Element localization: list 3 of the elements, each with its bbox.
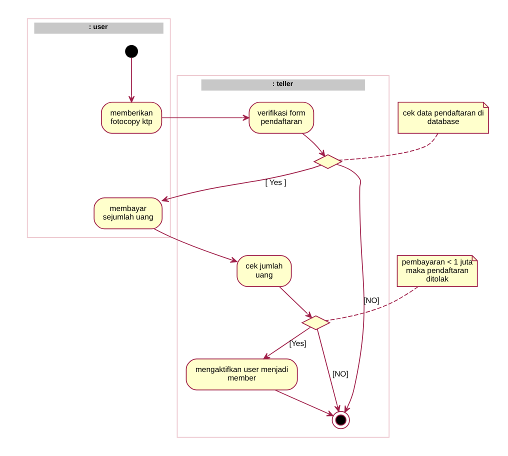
edge-label: [ Yes ] [264, 178, 286, 188]
edge-label: [Yes] [288, 339, 306, 348]
edge-label: [NO] [332, 369, 348, 378]
